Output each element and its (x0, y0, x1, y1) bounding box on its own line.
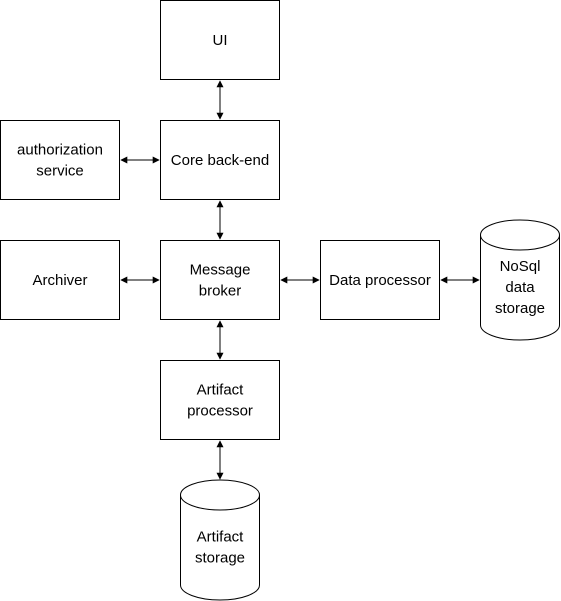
node-dataproc-label-line: Data processor (329, 272, 431, 289)
node-ui-label-line: UI (213, 32, 228, 49)
node-artstore: Artifact storage (180, 479, 260, 601)
node-broker-label-line: broker (199, 282, 242, 299)
node-artproc-box (160, 360, 280, 440)
node-artproc: Artifact processor (160, 360, 280, 440)
edges-layer (120, 80, 480, 480)
node-artproc-label-line: processor (187, 402, 253, 419)
node-artproc-label-line: Artifact (197, 381, 245, 398)
node-auth-label: authorization service (17, 141, 103, 179)
node-artstore-cylinder-rim (180, 494, 260, 511)
node-dataproc-label: Data processor (329, 272, 431, 289)
node-auth-label-line: authorization (17, 141, 103, 158)
node-auth-box (0, 120, 120, 200)
node-core-label: Core back-end (171, 152, 269, 169)
node-nosql-label: NoSql data storage (495, 258, 545, 317)
node-broker-box (160, 240, 280, 320)
node-core-label-line: Core back-end (171, 152, 269, 169)
node-nosql-label-line: storage (495, 300, 545, 317)
node-archiver-label: Archiver (32, 272, 87, 289)
node-artstore-cylinder (180, 479, 260, 601)
node-dataproc-box (320, 240, 440, 320)
node-artstore-label: Artifact storage (195, 528, 245, 566)
node-ui-label: UI (213, 32, 228, 49)
node-nosql-label-line: data (505, 279, 535, 296)
node-broker: Message broker (160, 240, 280, 320)
node-artstore-label-line: storage (195, 549, 245, 566)
node-ui-box (160, 0, 280, 80)
node-nosql-cylinder (480, 219, 560, 341)
node-auth: authorization service (0, 120, 120, 200)
node-archiver-box (0, 240, 120, 320)
node-archiver-label-line: Archiver (32, 272, 87, 289)
node-auth-label-line: service (36, 162, 84, 179)
node-core-box (160, 120, 280, 200)
node-artproc-label: Artifact processor (187, 381, 253, 419)
node-ui: UI (160, 0, 280, 80)
node-core: Core back-end (160, 120, 280, 200)
node-broker-label: Message broker (190, 261, 251, 299)
node-nosql-cylinder-rim (480, 234, 560, 251)
node-dataproc: Data processor (320, 240, 440, 320)
node-broker-label-line: Message (190, 261, 251, 278)
node-archiver: Archiver (0, 240, 120, 320)
node-nosql: NoSql data storage (480, 219, 560, 341)
node-nosql-label-line: NoSql (500, 258, 541, 275)
node-artstore-label-line: Artifact (197, 528, 245, 545)
